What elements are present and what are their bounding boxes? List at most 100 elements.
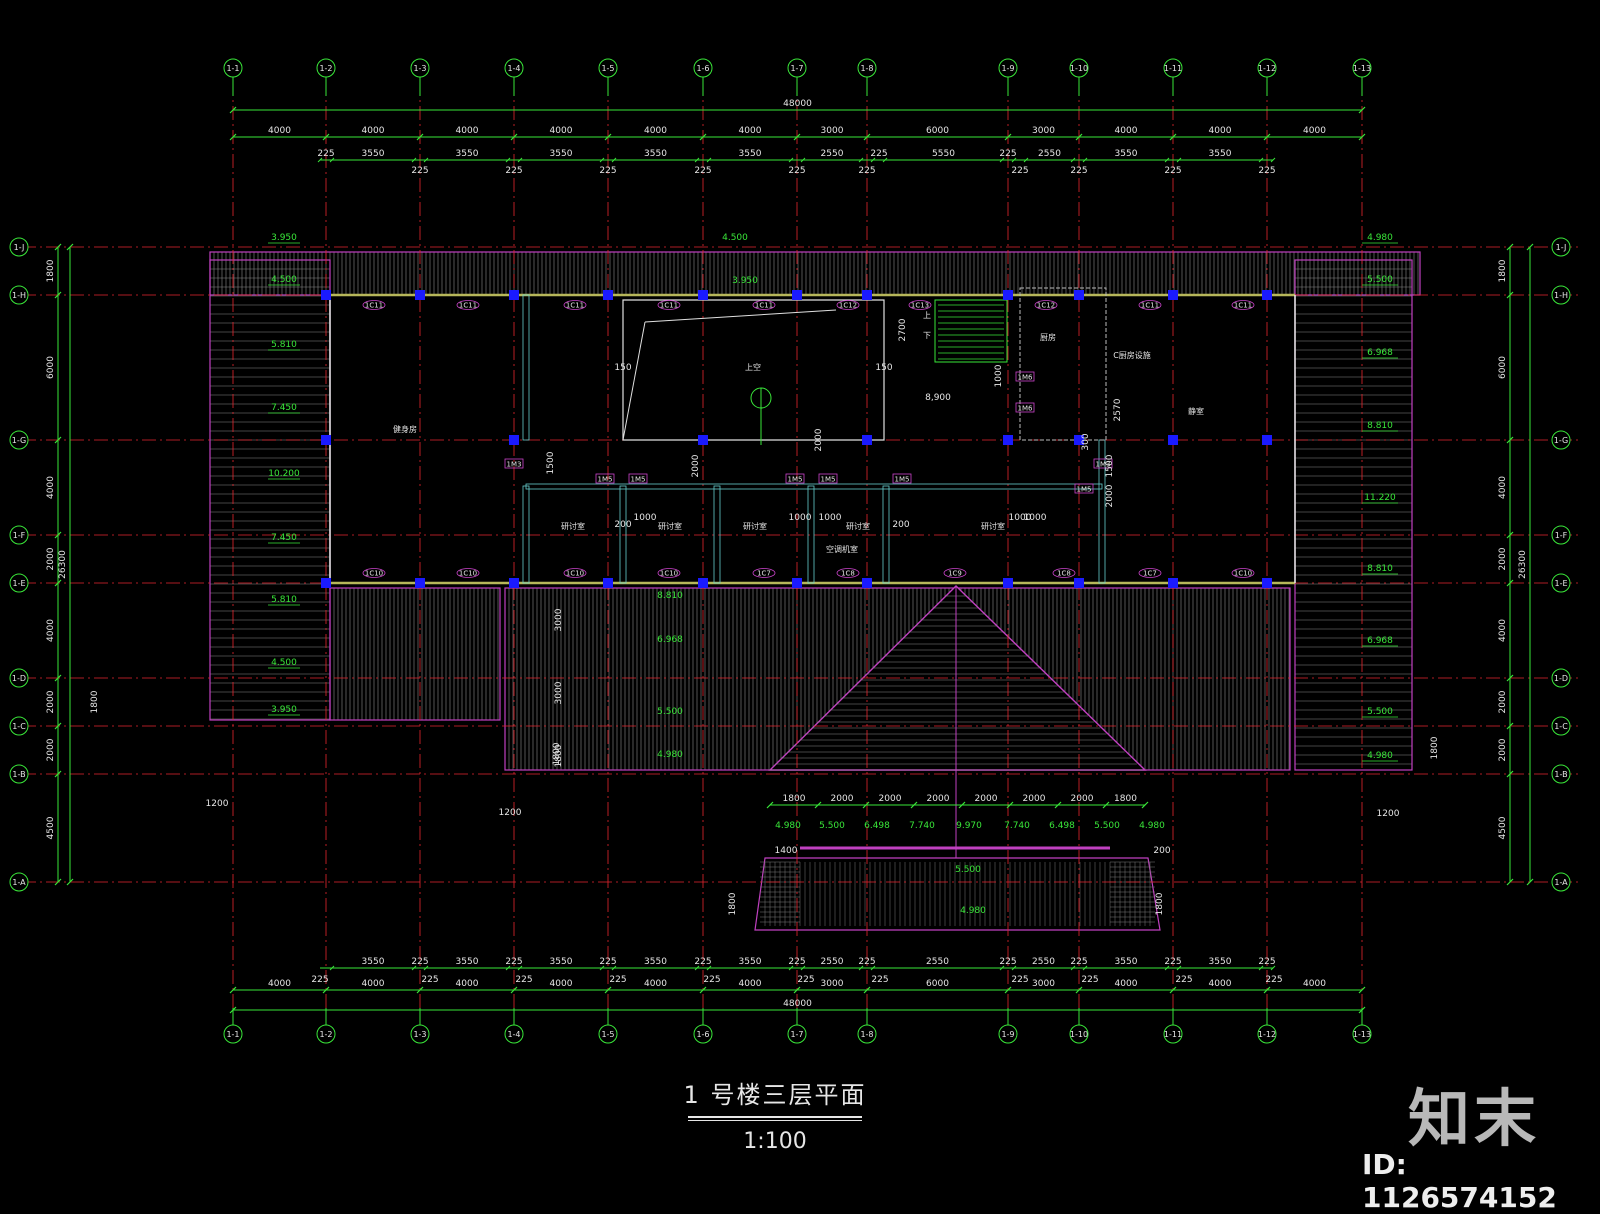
elevation-right: 4.980 <box>1367 751 1393 761</box>
dim-rows-left-label: 2000 <box>46 547 56 570</box>
dim-detail-bottom-sub: 225 <box>871 975 888 985</box>
dim-detail-bottom-tick <box>1176 965 1182 971</box>
watermark-brand: 知末 <box>1408 1082 1541 1155</box>
dim-detail-top-label: 225 <box>694 166 711 176</box>
misc-dimension-label: 1000 <box>789 513 812 523</box>
axis-bubble-label: 1-10 <box>1070 64 1088 73</box>
door-tag-label: 1M3 <box>1096 461 1111 469</box>
dim-detail-bottom-label: 2550 <box>926 957 949 967</box>
dim-detail-top-label: 225 <box>870 149 887 159</box>
dim-rows-right-label: 4000 <box>1498 476 1508 499</box>
dim-overall-top-tick <box>229 106 237 114</box>
dim-rows-left-label: 4000 <box>46 476 56 499</box>
axis-bubble-label: 1-7 <box>790 1030 803 1039</box>
column <box>1262 435 1272 445</box>
window-tag-top <box>456 300 480 310</box>
dim-rows-left-label: 1800 <box>46 259 56 282</box>
axis-bubble-label: 1-5 <box>601 1030 614 1039</box>
dim-detail-top-label: 2550 <box>1038 149 1061 159</box>
axis-bubble-label: 1-2 <box>319 1030 332 1039</box>
axis-bubble-label: 1-3 <box>413 64 426 73</box>
dim-detail-top-tick <box>788 157 794 163</box>
dim-detail-top-label: 225 <box>1011 166 1028 176</box>
column <box>1003 435 1013 445</box>
interior-partition <box>882 485 890 584</box>
misc-dimension-label: 300 <box>1081 433 1091 450</box>
dim-detail-top-label: 5550 <box>932 149 955 159</box>
dim-overall-top-tick <box>1358 106 1366 114</box>
axis-bubble-label: 1-1 <box>226 64 239 73</box>
drawing-title: 1 号楼三层平面 <box>683 1081 867 1109</box>
dim-roof-segments-label: 2000 <box>927 794 950 804</box>
dim-detail-top-tick <box>317 157 323 163</box>
misc-dimension-label: 1500 <box>546 451 556 474</box>
dim-detail-top-label: 225 <box>999 149 1016 159</box>
dim-detail-top-label: 3550 <box>1209 149 1232 159</box>
dim-detail-bottom-tick <box>999 965 1005 971</box>
elevation-left: 3.950 <box>271 705 297 715</box>
axis-bubble-label: 1-8 <box>860 1030 873 1039</box>
dim-rows-left-tick <box>54 878 62 886</box>
elevation-front-roof: 6.498 <box>1049 821 1075 831</box>
axis-bubble-label: 1-9 <box>1001 1030 1014 1039</box>
misc-dimension-label: 1800 <box>552 742 562 765</box>
dim-detail-bottom-label: 2550 <box>821 957 844 967</box>
dim-detail-top-label: 225 <box>411 166 428 176</box>
column <box>1262 578 1272 588</box>
elevation-left: 4.500 <box>271 275 297 285</box>
dim-roof-segments-label: 2000 <box>975 794 998 804</box>
dim-bays-bottom-tick <box>416 986 424 994</box>
dim-detail-bottom-label: 225 <box>999 957 1016 967</box>
misc-dimension-label: 2000 <box>814 428 824 451</box>
dim-bays-bottom-label: 4000 <box>1115 979 1138 989</box>
window-tag-top-label: 1C12 <box>839 302 857 310</box>
dim-detail-top-tick <box>505 157 511 163</box>
dim-bays-top-tick <box>604 133 612 141</box>
dim-rows-left-tick <box>54 722 62 730</box>
dim-detail-bottom-tick <box>706 965 712 971</box>
dim-bays-bottom-label: 4000 <box>644 979 667 989</box>
dim-detail-top-tick <box>1011 157 1017 163</box>
axis-bubble-1-F <box>1551 525 1571 545</box>
elevation-front-roof: 5.500 <box>819 821 845 831</box>
dim-rows-left-tick <box>54 436 62 444</box>
misc-dimension-label: 1000 <box>994 364 1004 387</box>
dim-detail-bottom-tick <box>329 965 335 971</box>
dim-bays-top-tick <box>510 133 518 141</box>
dim-roof-segments-label: 2000 <box>879 794 902 804</box>
column <box>698 578 708 588</box>
dim-detail-bottom-label: 225 <box>411 957 428 967</box>
window-tag-bottom <box>657 568 681 578</box>
dim-detail-bottom-sub: 225 <box>1081 975 1098 985</box>
axis-bubble-1-D <box>1551 668 1571 688</box>
misc-dimension-label: 1500 <box>1105 454 1115 477</box>
misc-dimension-label: 200 <box>614 520 631 530</box>
room-label-seminar: 研讨室 <box>981 521 1005 531</box>
dim-rows-right-tick <box>1506 770 1514 778</box>
dim-detail-top-tick <box>611 157 617 163</box>
axis-bubble-label: 1-A <box>1554 878 1568 887</box>
dim-bays-bottom-label: 4000 <box>1209 979 1232 989</box>
dim-detail-top-tick <box>706 157 712 163</box>
front-canopy <box>754 857 1161 931</box>
elevation-front-roof: 7.740 <box>1004 821 1030 831</box>
dim-roof-segments-tick <box>1141 801 1149 809</box>
dim-bays-top-tick <box>1004 133 1012 141</box>
dim-bays-bottom-tick <box>1358 986 1366 994</box>
door-tag-label: 1M6 <box>1018 405 1033 413</box>
door-tag <box>1015 402 1035 413</box>
axis-bubble-1-H <box>1551 285 1571 305</box>
window-tag-bottom-label: 1C10 <box>365 570 383 578</box>
elevation-front-roof: 7.740 <box>909 821 935 831</box>
dim-rows-left-label: 2000 <box>46 690 56 713</box>
misc-dimension-label: 1200 <box>499 808 522 818</box>
axis-bubble-label: 1-E <box>1554 579 1567 588</box>
window-tag-bottom-label: 1C9 <box>948 570 962 578</box>
column <box>603 290 613 300</box>
watermark-id: ID: 1126574152 <box>1362 1148 1557 1214</box>
axis-bubbles: 1-11-11-21-21-31-31-41-41-51-51-61-61-71… <box>9 58 1571 1044</box>
elevation-front-roof: 6.498 <box>864 821 890 831</box>
misc-dimension-label: 150 <box>875 363 892 373</box>
dim-roof-segments-tick <box>910 801 918 809</box>
